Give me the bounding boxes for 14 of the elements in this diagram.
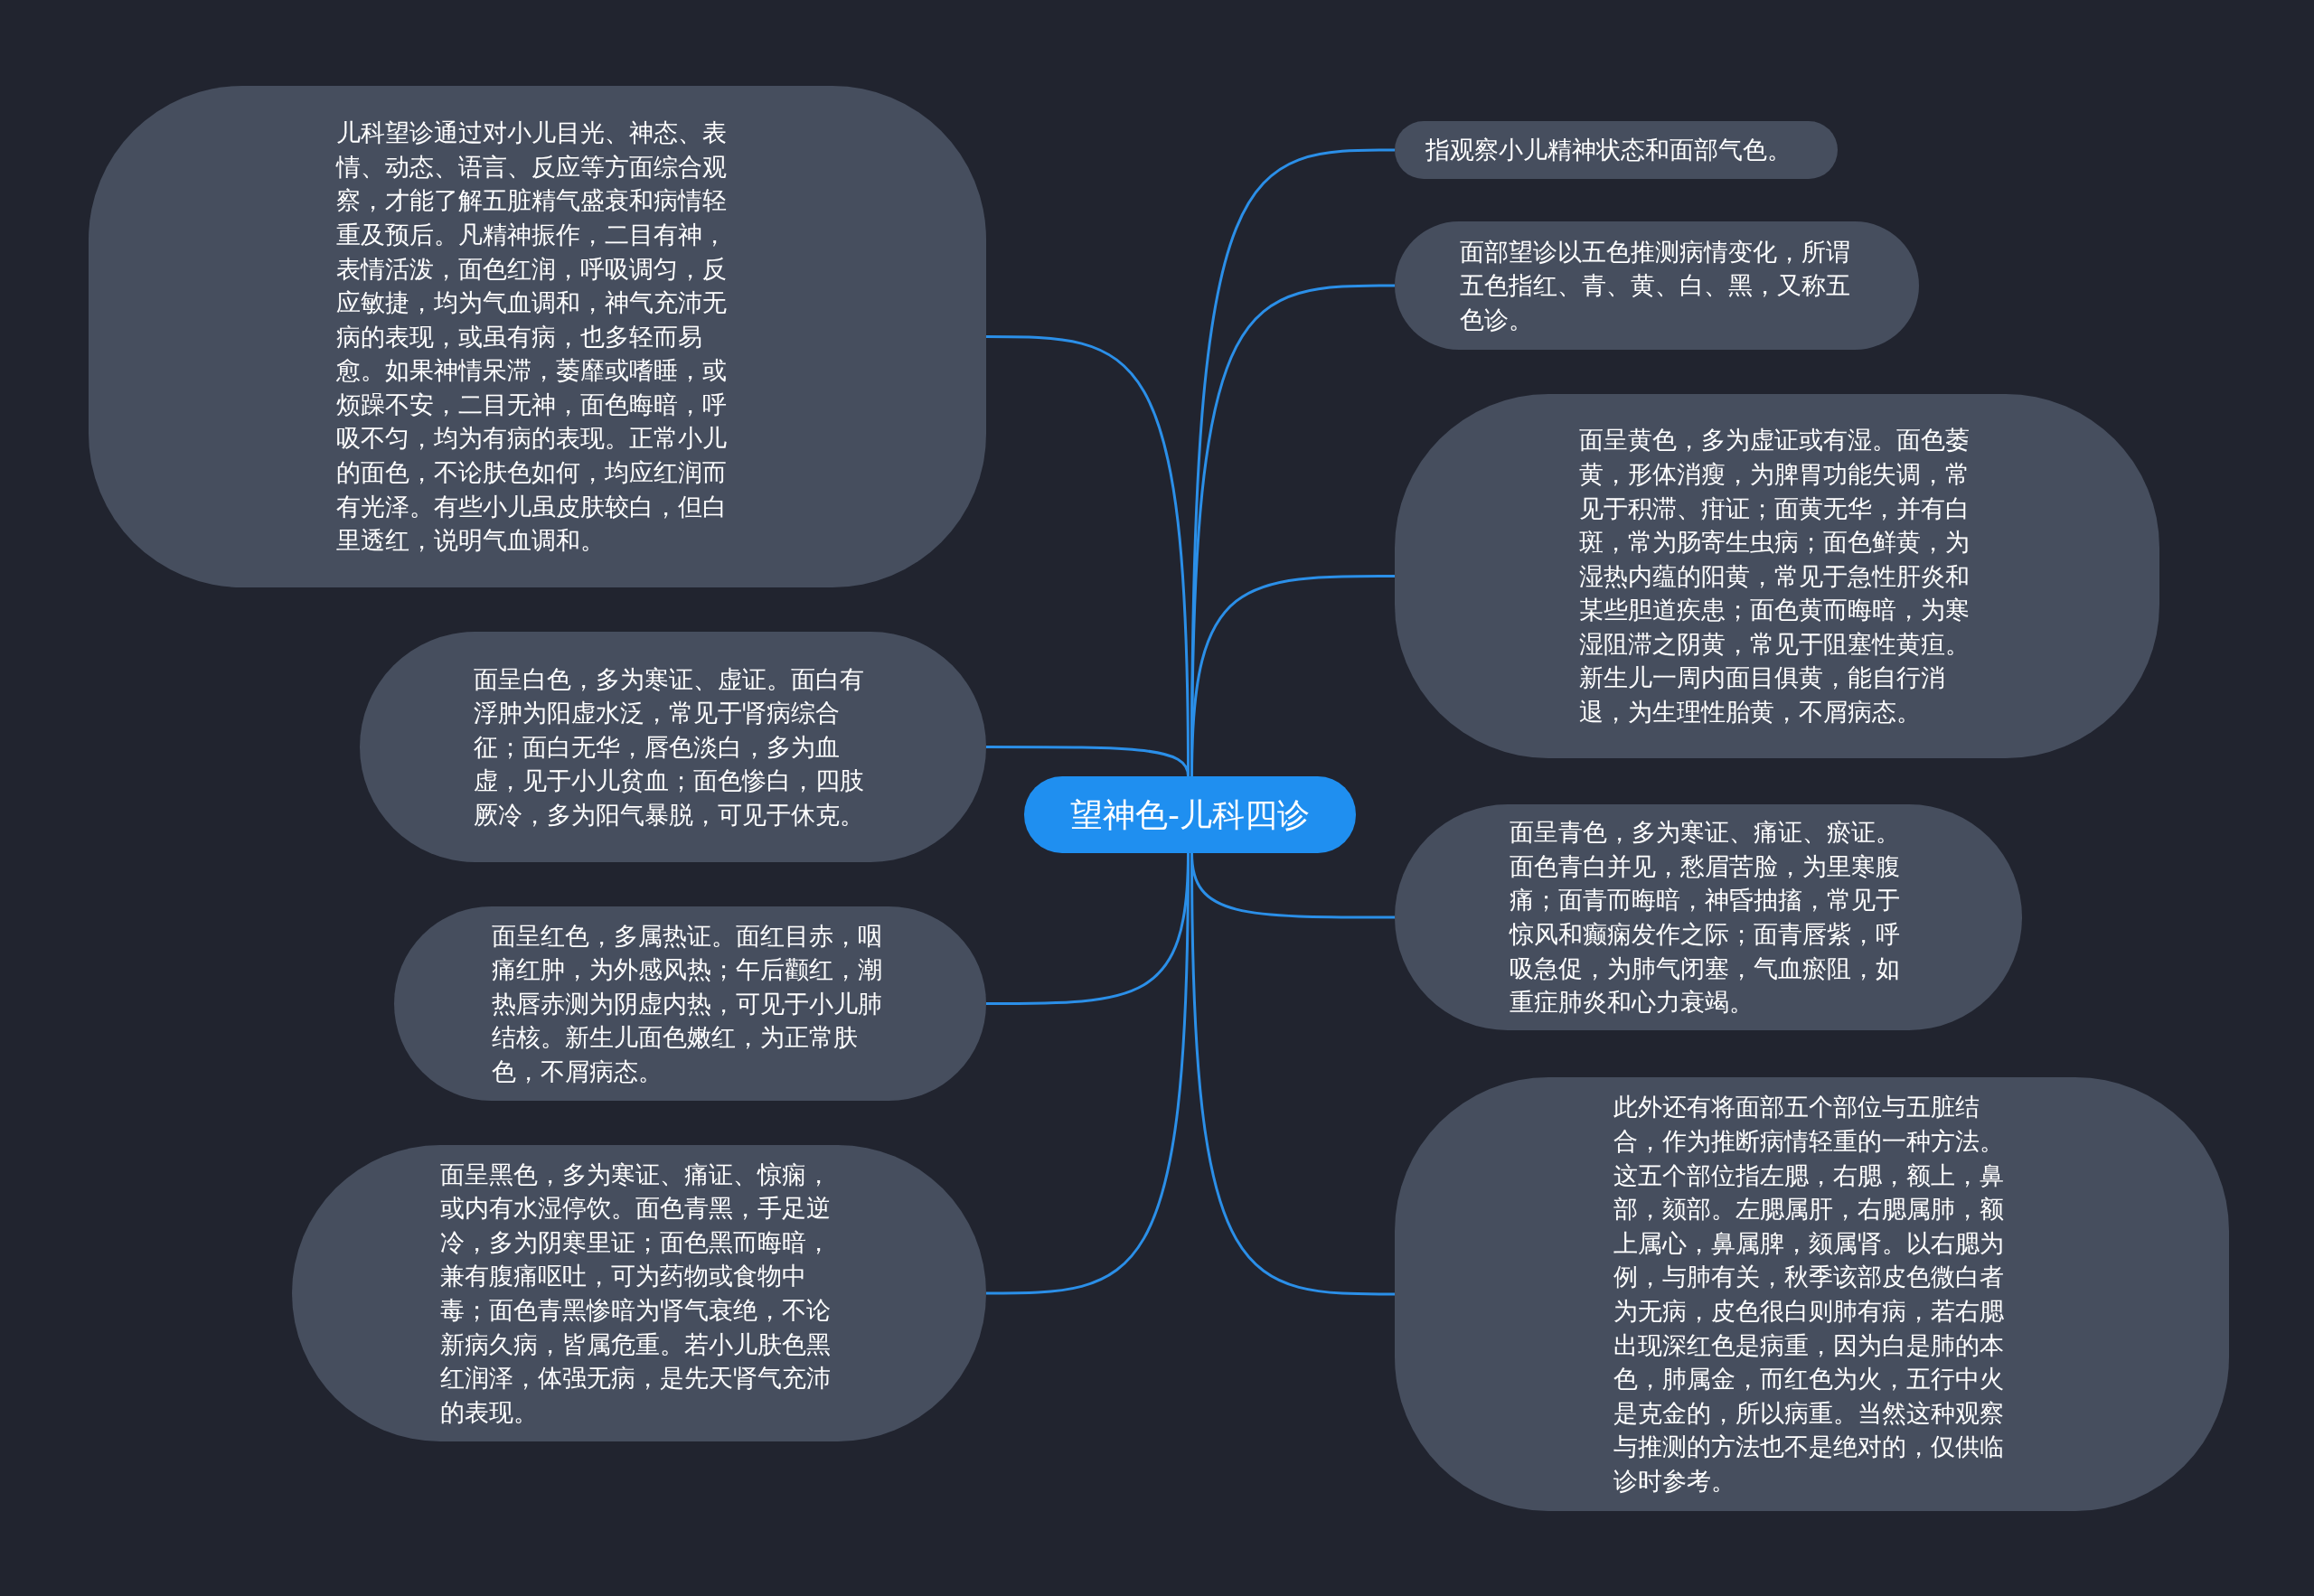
topic-text: 面呈黑色，多为寒证、痛证、惊痫，或内有水湿停饮。面色青黑，手足逆冷，多为阴寒里证；面色黑而晦暗，兼有腹痛呕吐，可为药物或食物中毒；面色青黑惨暗为肾气衰绝，不论新病久病，皆属危重。若小儿肤色黑红润泽，体强无病，是先天肾气充沛的表现。 <box>440 1159 831 1428</box>
topic-text: 面呈红色，多属热证。面红目赤，咽痛红肿，为外感风热；午后颧红，潮热唇赤测为阴虚内热，可见于小儿肺结核。新生儿面色嫩红，为正常肤色，不屑病态。 <box>492 920 882 1087</box>
topic-text: 儿科望诊通过对小儿目光、神态、表情、动态、语言、反应等方面综合观察，才能了解五脏精气盛衰和病情轻重及预后。凡精神振作，二目有神，表情活泼，面色红润，呼吸调匀，反应敏捷，均为气血调和，神气充沛无病的表现，或虽有病，也多轻而易愈。如果神情呆滞，萎靡或嗜睡，或烦躁不安，二目无神，面色晦暗，呼吸不匀，均为有病的表现。正常小儿的面色，不论肤色如何，均应红润而有光泽。有些小儿虽皮肤较白，但白里透红，说明气血调和。 <box>336 117 727 557</box>
topic-text: 面呈黄色，多为虚证或有湿。面色萎黄，形体消瘦，为脾胃功能失调，常见于积滞、疳证；面黄无华，并有白斑，常为肠寄生虫病；面色鲜黄，为湿热内蕴的阳黄，常见于急性肝炎和某些胆道疾患；面色黄而晦暗，为寒湿阻滞之阴黄，常见于阻塞性黄疸。新生儿一周内面目俱黄，能自行消退，为生理性胎黄，不屑病态。 <box>1579 425 1970 728</box>
topic-text: 面呈青色，多为寒证、痛证、瘀证。面色青白并见，愁眉苦脸，为里寒腹痛；面青而晦暗，神昏抽搐，常见于惊风和癫痫发作之际；面青唇紫，呼吸急促，为肺气闭塞，气血瘀阻，如重症肺炎和心力衰竭。 <box>1510 817 1900 1019</box>
topic-text: 指观察小儿精神状态和面部气色。 <box>1425 135 1792 166</box>
connector-line <box>986 853 1190 1295</box>
topic-text: 面呈白色，多为寒证、虚证。面白有浮肿为阳虚水泛，常见于肾病综合征；面白无华，唇色淡白，多为血虚，见于小儿贫血；面色惨白，四肢厥冷，多为阳气暴脱，可见于休克。 <box>474 663 864 831</box>
connector-line <box>1190 853 1395 1296</box>
topic-text: 此外还有将面部五个部位与五脏结合，作为推断病情轻重的一种方法。这五个部位指左腮，右腮，额上，鼻部，颏部。左腮属肝，右腮属肺，额上属心，鼻属脾，颏属肾。以右腮为例，与肺有关，秋季该部皮色微白者为无病，皮色很白则肺有病，若右腮出现深红色是病重，因为白是肺的本色，肺属金，而红色为火，五行中火是克金的，所以病重。当然这种观察与推测的方法也不是绝对的，仅供临诊时参考。 <box>1613 1092 2004 1497</box>
topic-text: 面部望诊以五色推测病情变化，所谓五色指红、青、黄、白、黑，又称五色诊。 <box>1460 236 1850 335</box>
topic-node <box>89 86 986 587</box>
connector-line <box>986 746 1190 777</box>
central-topic-text: 望神色-儿科四诊 <box>1070 794 1310 835</box>
